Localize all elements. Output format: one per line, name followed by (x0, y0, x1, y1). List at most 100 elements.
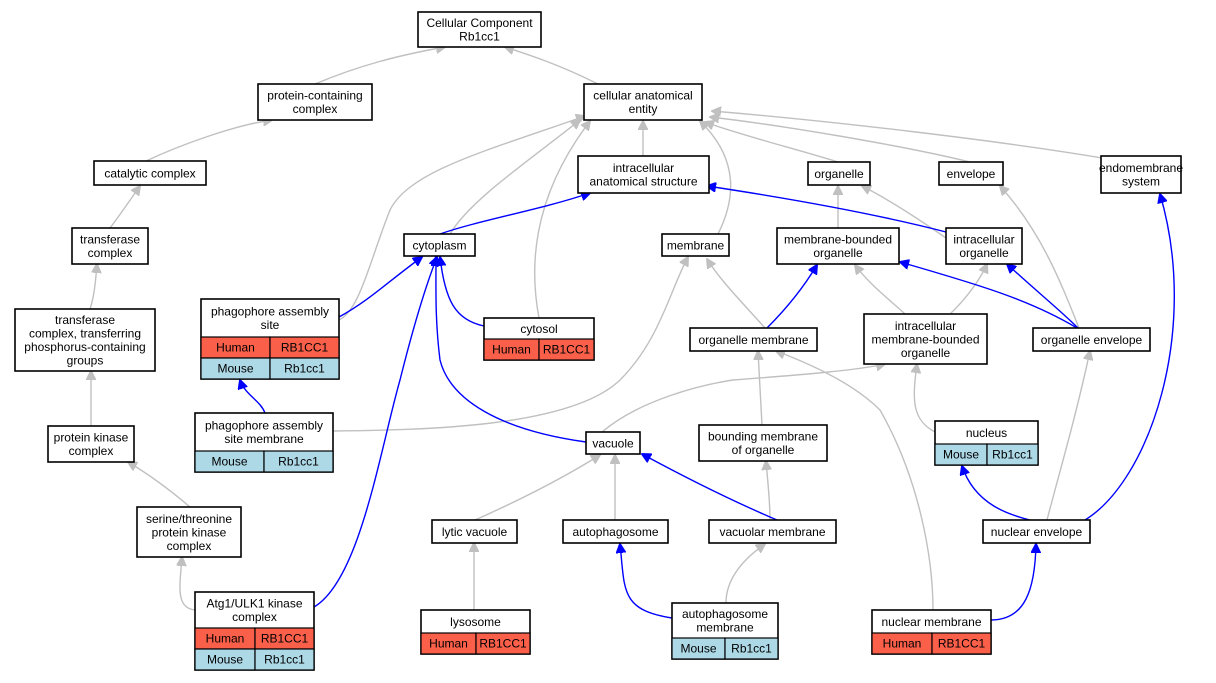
node-label: organelle (814, 167, 864, 181)
mouse-species-label: Mouse (680, 642, 716, 656)
node-label: transferase (55, 313, 115, 327)
is-a-edge (145, 120, 272, 162)
part-of-edge (707, 186, 947, 233)
node-label: cytosol (520, 322, 557, 336)
human-gene-label: RB1CC1 (261, 632, 309, 646)
node-organelle-envelope[interactable]: organelle envelope (1032, 327, 1151, 352)
node-box (257, 83, 373, 121)
node-vacuolar-membrane[interactable]: vacuolar membrane (708, 519, 837, 544)
node-label: complex (88, 246, 133, 260)
part-of-edge (313, 257, 437, 608)
node-label: membrane-bounded (784, 233, 892, 247)
part-of-edge (1007, 264, 1079, 329)
node-label: Cellular Component (426, 16, 533, 30)
human-species-label: Human (216, 341, 255, 355)
human-species-label: Human (883, 637, 922, 651)
mouse-gene-cell (269, 357, 340, 380)
node-box (863, 313, 988, 365)
node-box (93, 160, 207, 186)
node-organelle[interactable]: organelle (807, 161, 871, 186)
node-label: Rb1cc1 (459, 30, 500, 44)
node-label: nucleus (966, 426, 1007, 440)
node-label: transferase (80, 233, 140, 247)
node-label: site membrane (224, 432, 304, 446)
mouse-gene-cell (724, 637, 779, 660)
is-a-edge (533, 121, 590, 319)
mouse-gene-cell (263, 450, 334, 473)
node-label: complex (69, 444, 114, 458)
mouse-gene-cell (986, 443, 1039, 466)
mouse-species-label: Mouse (211, 455, 247, 469)
is-a-edge (449, 120, 580, 235)
node-membrane[interactable]: membrane (661, 233, 730, 257)
node-box (661, 233, 730, 257)
is-a-edge (1000, 186, 1080, 329)
node-autophagosome[interactable]: autophagosome (562, 519, 669, 544)
node-envelope[interactable]: envelope (938, 161, 1004, 186)
human-gene-cell (475, 632, 531, 655)
part-of-edge (620, 544, 673, 619)
part-of-edge (439, 193, 590, 235)
node-label: lysosome (450, 615, 501, 629)
node-catalytic-complex[interactable]: catalytic complex (93, 160, 207, 186)
part-of-edge (338, 257, 422, 318)
part-of-edge (240, 380, 266, 414)
node-vacuole[interactable]: vacuole (585, 431, 641, 455)
node-box (583, 83, 703, 121)
node-label: bounding membrane (708, 430, 818, 444)
human-gene-label: RB1CC1 (281, 341, 329, 355)
part-of-edge (990, 544, 1036, 621)
node-box (71, 227, 149, 265)
node-label: membrane (667, 238, 725, 252)
is-a-edge (314, 47, 445, 85)
node-organelle-membrane[interactable]: organelle membrane (689, 327, 818, 352)
is-a-edge (89, 264, 97, 310)
node-nuclear-envelope[interactable]: nuclear envelope (982, 519, 1091, 544)
node-box (807, 161, 871, 186)
node-cytoplasm[interactable]: cytoplasm (403, 233, 476, 257)
mouse-species-label: Mouse (207, 653, 243, 667)
node-label: groups (67, 354, 104, 368)
node-label: intracellular (613, 161, 674, 175)
human-gene-cell (931, 632, 992, 655)
node-label: vacuolar membrane (719, 525, 825, 539)
part-of-edge (440, 257, 485, 327)
node-box (585, 431, 641, 455)
node-label: lytic vacuole (442, 525, 508, 539)
node-lytic-vacuole[interactable]: lytic vacuole (431, 519, 518, 544)
node-label: of organelle (732, 443, 795, 457)
node-label: catalytic complex (104, 166, 195, 180)
node-label: site (261, 318, 280, 332)
node-label: phagophore assembly (205, 419, 323, 433)
node-label: phosphorus-containing (24, 340, 145, 354)
node-label: autophagosome (682, 607, 768, 621)
node-label: nuclear membrane (881, 615, 981, 629)
node-label: organelle membrane (698, 333, 808, 347)
node-label: cellular anatomical (593, 89, 692, 103)
node-label: organelle envelope (1041, 333, 1143, 347)
node-label: entity (629, 102, 658, 116)
node-label: vacuole (592, 436, 634, 450)
mouse-gene-label: Rb1cc1 (278, 455, 319, 469)
